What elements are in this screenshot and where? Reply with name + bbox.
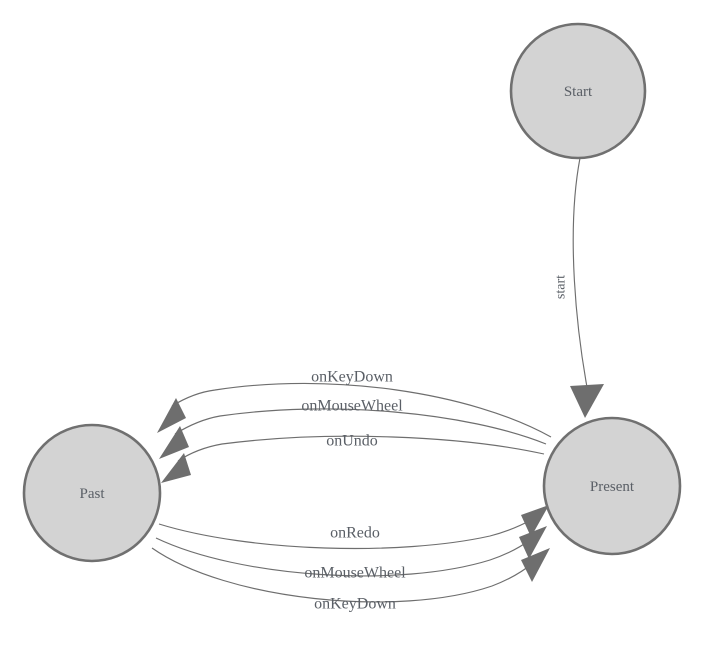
- edge-line: [151, 547, 534, 603]
- node-past[interactable]: Past: [22, 423, 162, 563]
- node-circle: [509, 22, 647, 160]
- edge-line: [177, 435, 545, 462]
- node-label: Present: [590, 479, 635, 495]
- node-present[interactable]: Present: [542, 416, 682, 556]
- arrowhead-icon: [570, 384, 604, 418]
- edge-label: onUndo: [326, 433, 378, 450]
- edge-e-start-present[interactable]: [570, 157, 604, 418]
- edges-layer: [151, 157, 604, 603]
- edge-label: onRedo: [330, 525, 380, 542]
- node-circle: [22, 423, 162, 563]
- edge-line: [158, 518, 534, 550]
- edge-labels-layer: start onKeyDown onMouseWheel onUndo onRedo on…: [301, 275, 568, 613]
- node-label: Start: [564, 84, 593, 100]
- edge-line: [174, 408, 547, 445]
- node-start[interactable]: Start: [509, 22, 647, 160]
- edge-label: onMouseWheel: [301, 398, 403, 415]
- edge-label: onKeyDown: [314, 596, 396, 613]
- edge-label: start: [554, 275, 569, 299]
- edge-e-past-present-1[interactable]: [158, 505, 549, 550]
- arrowhead-icon: [157, 398, 186, 433]
- node-label: Past: [79, 486, 105, 502]
- edge-e-present-past-3[interactable]: [161, 435, 545, 483]
- edge-e-past-present-2[interactable]: [155, 526, 547, 577]
- arrowhead-icon: [521, 548, 550, 582]
- edge-e-past-present-3[interactable]: [151, 547, 550, 603]
- edge-label: onKeyDown: [311, 369, 393, 386]
- arrowhead-icon: [161, 453, 191, 483]
- edge-label: onMouseWheel: [304, 565, 406, 582]
- arrowhead-icon: [159, 426, 189, 459]
- node-circle: [542, 416, 682, 556]
- edge-line: [155, 537, 531, 577]
- edge-line: [171, 382, 552, 438]
- edge-e-present-past-2[interactable]: [159, 408, 547, 459]
- edge-line: [572, 157, 590, 399]
- arrowhead-icon: [519, 526, 547, 559]
- edge-e-present-past-1[interactable]: [157, 382, 552, 438]
- arrowhead-icon: [521, 505, 549, 537]
